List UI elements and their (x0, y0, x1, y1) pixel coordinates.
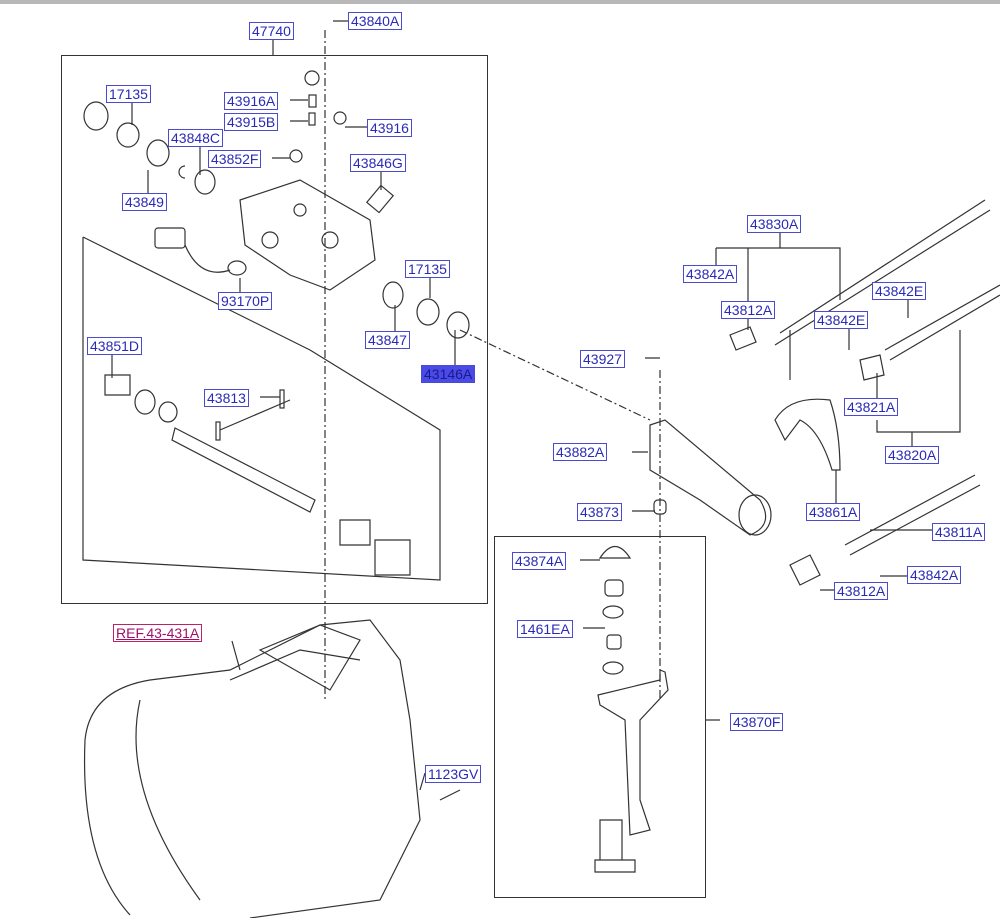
part-label-1461ea[interactable]: 1461EA (517, 620, 573, 638)
part-label-43146a[interactable]: 43146A (421, 365, 476, 383)
part-label-43861a[interactable]: 43861A (806, 503, 861, 521)
part-label-93170p[interactable]: 93170P (218, 292, 273, 310)
reference-link[interactable]: REF.43-431A (113, 624, 203, 642)
part-label-43821a[interactable]: 43821A (844, 398, 899, 416)
viewer-top-bar (0, 0, 1000, 4)
part-label-43851d[interactable]: 43851D (87, 337, 143, 355)
part-label-43874a[interactable]: 43874A (512, 552, 567, 570)
part-label-43916[interactable]: 43916 (367, 119, 412, 137)
part-label-43842a[interactable]: 43842A (683, 265, 738, 283)
part-label-43852f[interactable]: 43852F (208, 150, 262, 168)
part-label-43846g[interactable]: 43846G (350, 154, 406, 172)
part-label-43927[interactable]: 43927 (580, 350, 625, 368)
part-label-17135[interactable]: 17135 (106, 85, 151, 103)
part-label-43849[interactable]: 43849 (122, 193, 167, 211)
part-label-43812a[interactable]: 43812A (721, 301, 776, 319)
part-label-43842e[interactable]: 43842E (872, 282, 927, 300)
part-label-43820a[interactable]: 43820A (885, 446, 940, 464)
part-label-43847[interactable]: 43847 (365, 331, 410, 349)
part-label-43811a[interactable]: 43811A (932, 523, 986, 541)
part-label-43873[interactable]: 43873 (577, 503, 622, 521)
assembly-box-43870F (494, 536, 706, 898)
part-label-1123gv[interactable]: 1123GV (425, 765, 482, 783)
part-label-43848c[interactable]: 43848C (168, 129, 224, 147)
part-label-43882a[interactable]: 43882A (553, 443, 608, 461)
part-label-43915b[interactable]: 43915B (224, 113, 279, 131)
part-label-43812a[interactable]: 43812A (834, 582, 889, 600)
assembly-box-47740 (61, 55, 488, 604)
part-label-17135[interactable]: 17135 (405, 260, 450, 278)
part-label-43813[interactable]: 43813 (204, 389, 249, 407)
part-label-43842a[interactable]: 43842A (907, 566, 962, 584)
part-label-43870f[interactable]: 43870F (730, 713, 784, 731)
part-label-43916a[interactable]: 43916A (224, 92, 279, 110)
part-label-47740[interactable]: 47740 (249, 22, 294, 40)
part-label-43830a[interactable]: 43830A (747, 215, 802, 233)
part-label-43840a[interactable]: 43840A (348, 12, 403, 30)
part-label-43842e[interactable]: 43842E (814, 311, 869, 329)
